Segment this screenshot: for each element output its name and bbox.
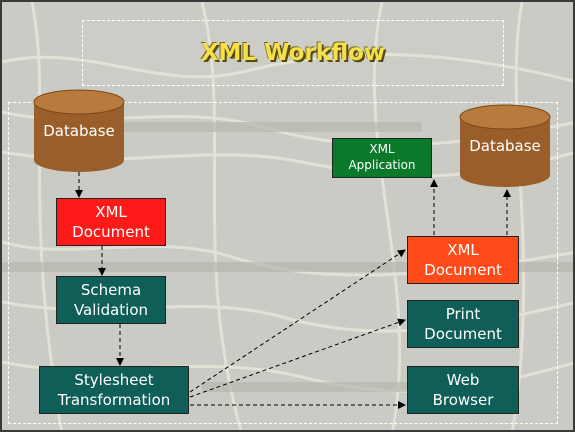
xml-document-right-box: XML Document <box>407 236 519 284</box>
web-browser-box: Web Browser <box>407 366 519 414</box>
database-left-label: Database <box>43 122 115 140</box>
xml-document-left-box: XML Document <box>56 198 166 246</box>
stylesheet-transformation-box: Stylesheet Transformation <box>39 366 189 414</box>
content-frame-outline <box>8 102 558 424</box>
slide-title: XML Workflow <box>82 20 504 86</box>
xml-application-box: XML Application <box>332 138 432 178</box>
database-right-label: Database <box>469 137 541 155</box>
print-document-box: Print Document <box>407 300 519 348</box>
schema-validation-box: Schema Validation <box>56 276 166 324</box>
